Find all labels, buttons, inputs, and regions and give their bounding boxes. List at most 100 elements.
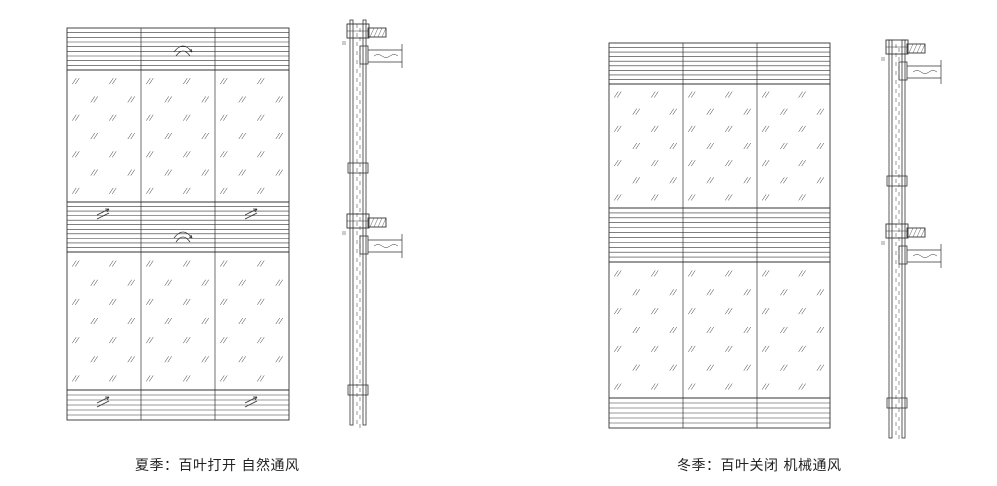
glass-hatch [635, 326, 640, 334]
glass-hatch [275, 356, 280, 363]
glass-hatch [109, 78, 114, 85]
glass-hatch [816, 326, 822, 334]
glass-hatch [278, 132, 283, 140]
glass-hatch [130, 317, 135, 325]
glass-hatch [761, 383, 767, 390]
glass-hatch [651, 383, 656, 390]
curved-airflow-arrow-icon [173, 231, 193, 243]
glass-hatch [220, 187, 225, 194]
glass-hatch [743, 364, 748, 371]
glass-hatch [149, 375, 154, 382]
glass-hatch [130, 279, 135, 286]
glass-hatch [688, 383, 693, 390]
glass-hatch [183, 151, 188, 158]
glass-hatch [816, 177, 822, 184]
glass-hatch [709, 108, 714, 115]
glass-hatch [654, 345, 659, 352]
glass-hatch [164, 317, 169, 325]
glass-hatch [706, 142, 711, 150]
glass-hatch [223, 337, 228, 344]
glass-hatch [201, 279, 206, 286]
glass-hatch [220, 114, 225, 121]
glass-hatch [223, 78, 228, 85]
glass-hatch [220, 298, 225, 305]
arrow-arc [175, 236, 191, 243]
glass-hatch [632, 108, 637, 115]
duct-damper [359, 45, 369, 65]
glass-hatch [632, 326, 637, 334]
glass-hatch [746, 289, 751, 296]
glass-hatch [149, 114, 154, 121]
glass-hatch [688, 270, 693, 277]
arrow-shaft [244, 208, 258, 216]
glass-hatch [204, 317, 209, 325]
air-duct [907, 60, 942, 84]
glass-hatch [709, 364, 714, 371]
glass-hatch [669, 177, 674, 184]
glass-hatch [761, 160, 767, 167]
glass-hatch [780, 177, 785, 184]
glass-hatch [75, 298, 80, 305]
glass-hatch [691, 160, 696, 167]
glass-hatch [635, 108, 640, 115]
glass-hatch [798, 345, 803, 352]
glass-hatch [201, 317, 206, 325]
glass-hatch [90, 317, 95, 325]
glass-hatch [819, 326, 825, 334]
glass-hatch [617, 125, 622, 132]
glass-hatch [201, 356, 206, 363]
glass-hatch [75, 151, 80, 158]
glass-hatch [223, 114, 228, 121]
glass-hatch [651, 91, 656, 98]
glass-hatch [257, 260, 262, 267]
glass-hatch [688, 308, 693, 315]
glass-hatch [72, 78, 77, 85]
arrow-shaft [96, 396, 110, 404]
glass-hatch [798, 270, 803, 277]
glass-hatch [614, 160, 619, 167]
glass-hatch [798, 383, 803, 390]
glass-hatch [238, 279, 243, 286]
glass-hatch [669, 108, 674, 115]
glass-hatch [241, 132, 246, 140]
duct-flow [373, 244, 399, 248]
glass-hatch [764, 160, 770, 167]
glass-hatch [801, 160, 806, 167]
glass-hatch [691, 345, 696, 352]
glass-hatch [223, 298, 228, 305]
glass-hatch [725, 125, 730, 132]
glass-hatch [275, 96, 280, 103]
glass-hatch [691, 194, 696, 201]
glass-hatch [75, 114, 80, 121]
glass-hatch [278, 317, 283, 325]
glass-hatch [743, 108, 748, 115]
glass-hatch [672, 177, 677, 184]
glass-hatch [617, 345, 622, 352]
glass-hatch [146, 187, 151, 194]
glass-hatch [614, 91, 619, 98]
glass-hatch [709, 177, 714, 184]
glass-hatch [72, 151, 77, 158]
glass-hatch [632, 142, 637, 150]
glass-hatch [783, 108, 788, 115]
glass-hatch [241, 96, 246, 103]
glass-hatch [725, 345, 730, 352]
glass-hatch [167, 96, 172, 103]
glass-hatch [164, 96, 169, 103]
glass-hatch [72, 298, 77, 305]
slab-hatch [912, 43, 918, 54]
glass-hatch [220, 375, 225, 382]
glass-hatch [183, 337, 188, 344]
glass-hatch [709, 326, 714, 334]
glass-hatch [651, 270, 656, 277]
arrow-shaft [96, 208, 110, 216]
diagonal-airflow-arrow-icon [96, 396, 110, 408]
glass-hatch [149, 260, 154, 267]
glass-hatch [761, 270, 767, 277]
glass-hatch [654, 125, 659, 132]
glass-hatch [728, 91, 733, 98]
glass-hatch [688, 194, 693, 201]
glass-hatch [112, 78, 117, 85]
glass-hatch [109, 337, 114, 344]
glass-hatch [728, 160, 733, 167]
